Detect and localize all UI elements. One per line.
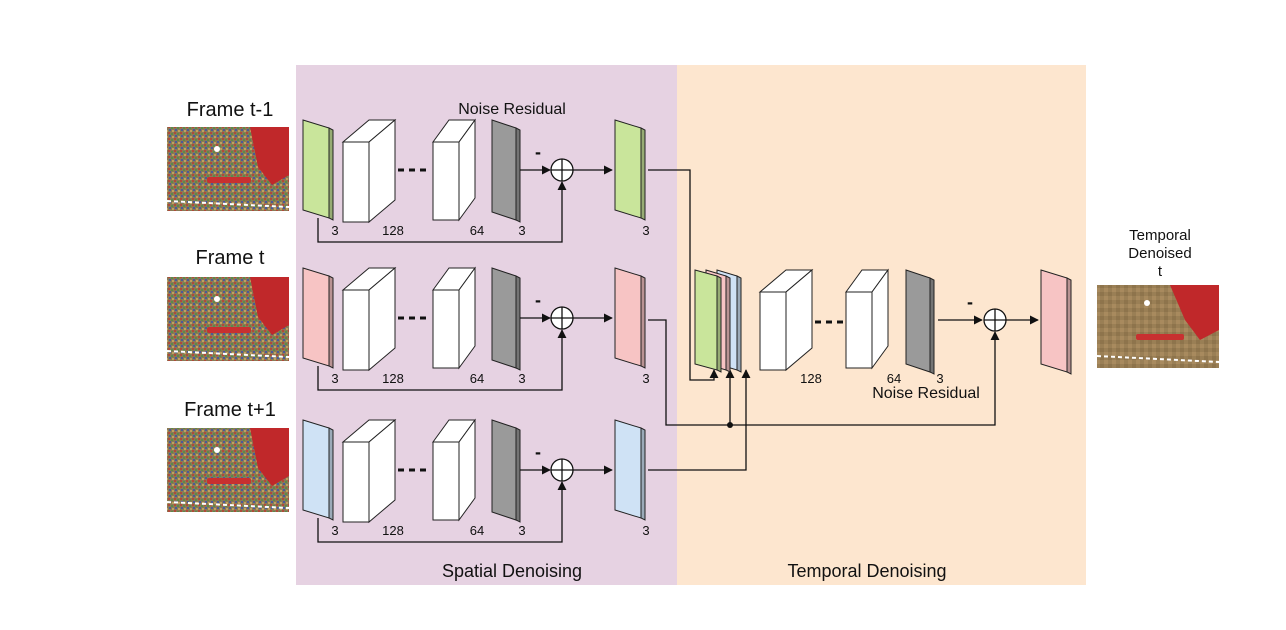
input-layer [302,419,334,521]
channel-label: 64 [470,223,484,238]
temporal-denoising-title: Temporal Denoising [787,561,946,581]
noisy-frame-image [166,127,290,211]
stacked-layer-1 [694,269,722,373]
temporal-output-layer [1040,269,1072,375]
skip-connection-arrow [317,481,567,543]
temporal-channel-label: 64 [887,371,901,386]
frame-label: Frame t-1 [187,99,274,121]
temporal-conv-block-64 [845,268,889,370]
conv-block-64 [432,266,476,370]
frame-label: Frame t [196,247,265,269]
result-label-line-3: t [1158,263,1163,280]
output-channel-label: 3 [642,523,649,538]
result-label-line-1: Temporal [1129,227,1191,244]
spatial-output-layer [614,119,646,221]
residual-layer [491,419,521,523]
temporal-conv-block-128 [758,268,814,372]
conv-block-64 [432,418,476,522]
channel-label: 64 [470,523,484,538]
sum-circle-icon [550,158,574,182]
connection-row1 [648,169,719,381]
minus-sign: - [535,142,541,162]
channel-label: 3 [518,371,525,386]
spatial-output-layer [614,419,646,521]
denoised-frame-image [1096,285,1220,368]
junction-dot [727,422,733,428]
connection-row3 [648,369,751,471]
output-channel-label: 3 [642,223,649,238]
residual-layer [491,267,521,371]
input-layer [302,267,334,369]
channel-label: 3 [518,523,525,538]
connection-row2 [648,319,735,426]
temporal-residual-layer [905,269,935,375]
frame-label: Frame t+1 [184,399,276,421]
spatial-output-layer [614,267,646,369]
noisy-frame-image [166,277,290,361]
spatial-row-1: Frame t-1 3 128 64 3 - 3 Noise Residual [166,99,650,243]
channel-label: 3 [331,223,338,238]
output-channel-label: 3 [642,371,649,386]
conv-block-64 [432,118,476,222]
temporal-sum-circle-icon [983,308,1007,332]
conv-block-128 [341,118,397,224]
sum-circle-icon [550,458,574,482]
spatial-denoising-title: Spatial Denoising [442,561,582,581]
temporal-noise-residual-label: Noise Residual [872,385,980,402]
channel-label: 3 [331,523,338,538]
noise-residual-label: Noise Residual [458,101,566,118]
temporal-channel-label: 128 [800,371,822,386]
noisy-frame-image [166,428,290,512]
conv-block-128 [341,266,397,372]
skip-connection-arrow [317,329,567,391]
sum-circle-icon [550,306,574,330]
channel-label: 3 [331,371,338,386]
minus-sign: - [535,442,541,462]
channel-label: 128 [382,523,404,538]
skip-connection-arrow [317,181,567,243]
residual-layer [491,119,521,223]
spatial-row-3: Frame t+1 3 128 64 3 - 3 [166,399,650,543]
temporal-skip-arrow [730,331,1000,426]
channel-label: 128 [382,371,404,386]
input-layer [302,119,334,221]
temporal-minus-sign: - [967,292,973,312]
minus-sign: - [535,290,541,310]
channel-label: 3 [518,223,525,238]
spatial-row-2: Frame t 3 128 64 3 - 3 [166,247,650,391]
channel-label: 64 [470,371,484,386]
temporal-channel-label: 3 [936,371,943,386]
result-label-line-2: Denoised [1128,245,1191,262]
conv-block-128 [341,418,397,524]
channel-label: 128 [382,223,404,238]
